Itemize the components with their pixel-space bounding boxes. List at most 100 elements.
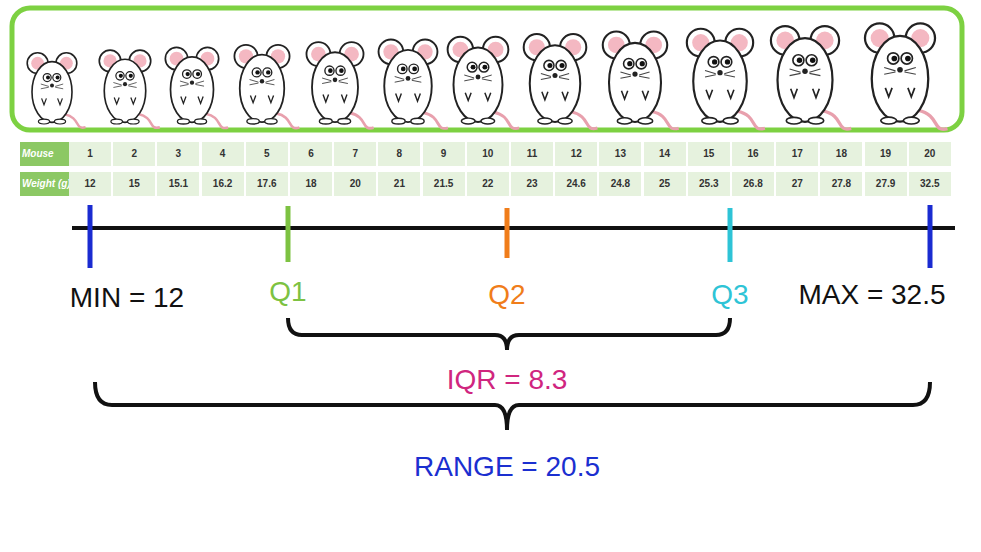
mouse-foot <box>638 118 653 124</box>
mouse-arms <box>621 91 648 99</box>
mouse-pupil <box>471 65 476 70</box>
mouse-tail <box>571 112 597 129</box>
mouse-eye <box>901 53 912 64</box>
mouse-eye <box>43 74 51 82</box>
mouse-eye <box>806 55 817 66</box>
mouse-pupil <box>401 67 406 72</box>
mouse-eye <box>544 60 554 70</box>
mouse-number-cell: 17 <box>776 142 818 166</box>
weight-cell: 24.6 <box>555 172 597 196</box>
mouse-foot <box>247 119 259 124</box>
mouse-tail <box>823 111 852 129</box>
mouse-arms <box>396 94 421 102</box>
mouse-nose <box>897 67 903 73</box>
mouse-nose <box>190 81 194 85</box>
mouse <box>603 31 679 128</box>
mouse-nose <box>123 82 127 86</box>
mouse-number-cell: 1 <box>69 142 111 166</box>
mouse-group <box>27 23 947 129</box>
weight-cell: 27.8 <box>820 172 862 196</box>
weight-cell: 25 <box>644 172 686 196</box>
mouse-foot <box>786 117 801 124</box>
mouse-number-cell: 8 <box>378 142 420 166</box>
mouse-pupil <box>560 63 565 68</box>
mouse-number-cell: 18 <box>820 142 862 166</box>
mouse-body <box>530 45 581 122</box>
mouse-nose <box>717 70 722 75</box>
mouse <box>306 42 373 128</box>
mouse-whiskers <box>250 80 275 85</box>
mouse-pupil <box>412 67 417 72</box>
mouse-eye <box>556 60 566 70</box>
mouse-foot <box>265 119 277 124</box>
mouse-eye <box>116 72 124 80</box>
mouse-whiskers <box>113 83 136 88</box>
mouse-number-cell: 9 <box>423 142 465 166</box>
mouse-pupil <box>725 59 730 64</box>
mouse <box>27 53 85 128</box>
mouse-body <box>384 50 432 122</box>
mouse-number-cell: 7 <box>334 142 376 166</box>
weight-cell: 27 <box>776 172 818 196</box>
mouse <box>379 39 448 128</box>
mouse-foot <box>461 118 475 124</box>
mouse-whiskers <box>395 77 422 83</box>
mouse-whiskers <box>41 84 63 89</box>
mouse-arms <box>465 93 490 101</box>
quartile-label: Q2 <box>488 279 525 311</box>
mouse-body <box>32 62 72 123</box>
min-label: MIN = 12 <box>70 282 184 314</box>
iqr-label: IQR = 8.3 <box>447 364 568 396</box>
mouse-eye <box>263 68 272 77</box>
mouse-nose <box>260 79 264 83</box>
mouse-body <box>872 36 929 122</box>
mouse-foot <box>702 118 717 124</box>
mouse-pupil <box>186 72 190 76</box>
mouse-nose <box>802 68 808 74</box>
mouse-pupil <box>119 74 123 78</box>
mouse-body <box>693 41 747 122</box>
weight-cell: 21 <box>378 172 420 196</box>
mouse-foot <box>881 117 897 124</box>
mouse-nose <box>406 76 411 81</box>
mouse-number-cell: 3 <box>157 142 199 166</box>
q2-tick <box>505 208 510 258</box>
mouse-eye <box>708 57 719 68</box>
weight-cell: 15.1 <box>157 172 199 196</box>
mouse <box>448 37 520 129</box>
mouse-tail <box>918 110 947 129</box>
mouse-tail <box>494 112 519 128</box>
mouse-tail <box>276 113 299 128</box>
mouse-arms <box>706 90 734 99</box>
mouse-foot <box>411 118 424 124</box>
iqr-bracket <box>288 318 730 350</box>
table-header: Weight (g) <box>20 172 72 196</box>
mouse-arms <box>114 97 136 104</box>
weight-cell: 20 <box>334 172 376 196</box>
mouse-nose <box>50 84 54 88</box>
mouse-body <box>454 48 503 122</box>
min-tick <box>88 205 93 268</box>
mouse-foot <box>392 118 405 124</box>
mouse-eye <box>409 64 419 74</box>
mouse-foot <box>38 119 49 124</box>
mouse-pupil <box>129 74 133 78</box>
mouse-foot <box>903 117 919 124</box>
mouse-pupil <box>266 70 270 74</box>
mouse-number-cell: 11 <box>511 142 553 166</box>
mouse-tail <box>652 112 679 129</box>
quartile-label: Q1 <box>269 276 306 308</box>
mouse-tail <box>138 114 160 128</box>
mouse-frame <box>12 8 962 130</box>
mouse-foot <box>481 118 495 124</box>
mouse-eye <box>53 74 61 82</box>
mouse-eye <box>193 70 202 79</box>
mouse-pupil <box>627 61 632 66</box>
mouse-foot <box>617 118 632 124</box>
mouse <box>165 47 228 128</box>
mouse-tail <box>350 113 374 128</box>
mouse-eye <box>252 68 261 77</box>
weight-cell: 27.9 <box>865 172 907 196</box>
mouse-foot <box>338 118 351 124</box>
mouse-eye <box>336 66 345 75</box>
